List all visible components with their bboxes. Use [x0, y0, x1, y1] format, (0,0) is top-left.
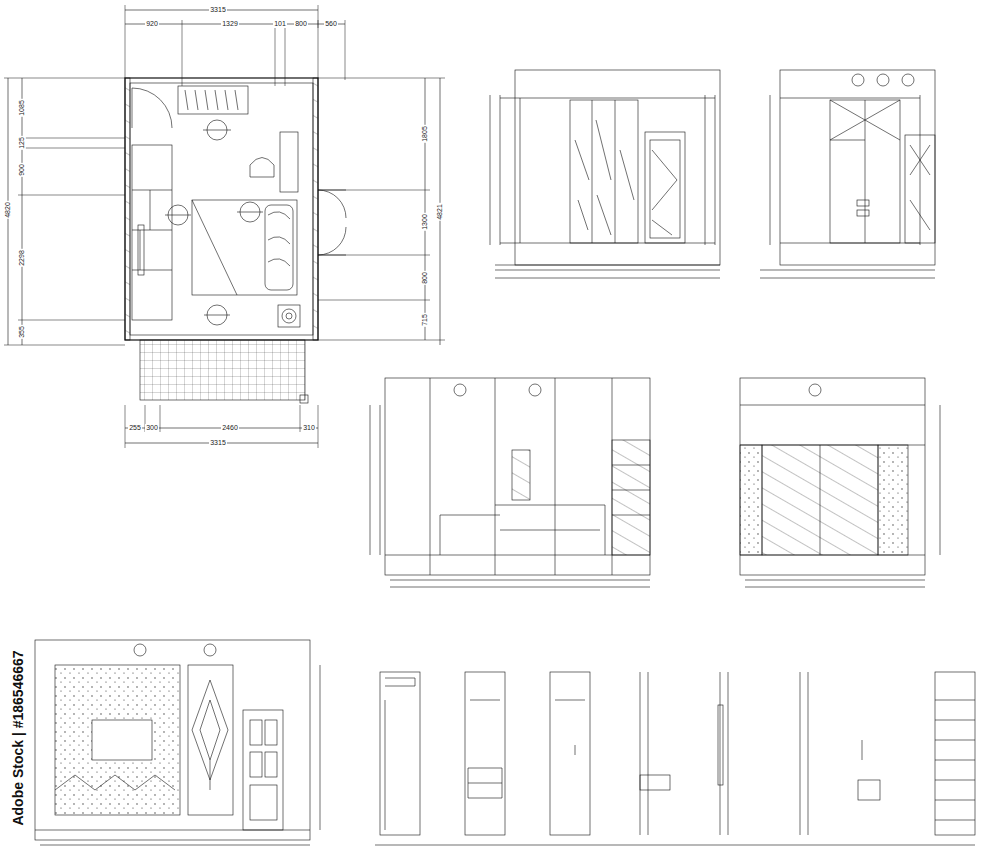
dimension-label: 920 — [145, 20, 159, 28]
dimension-label: 4820 — [4, 201, 12, 219]
dimension-label: 300 — [145, 424, 159, 432]
dimension-label: 310 — [302, 424, 316, 432]
dimension-label: 3315 — [209, 439, 227, 447]
dimension-label: 1085 — [18, 99, 26, 117]
dimension-label: 900 — [18, 163, 26, 177]
dimension-label: 1300 — [421, 213, 429, 231]
dimension-label: 715 — [421, 313, 429, 327]
dimension-label: 2460 — [221, 424, 239, 432]
watermark: Adobe Stock | #186546667 — [10, 648, 26, 827]
dimension-label: 560 — [324, 20, 338, 28]
dimension-label: 255 — [128, 424, 142, 432]
dimension-label: 800 — [421, 271, 429, 285]
dimension-label: 101 — [273, 20, 287, 28]
dimension-label: 3315 — [209, 6, 227, 14]
dimension-label: 4821 — [436, 203, 444, 221]
dimension-label: 1805 — [421, 125, 429, 143]
dimension-label: 355 — [18, 325, 26, 339]
dimension-label: 1329 — [221, 20, 239, 28]
dimension-label: 125 — [18, 136, 26, 150]
dimension-label: 2298 — [18, 249, 26, 267]
dimension-label: 800 — [294, 20, 308, 28]
